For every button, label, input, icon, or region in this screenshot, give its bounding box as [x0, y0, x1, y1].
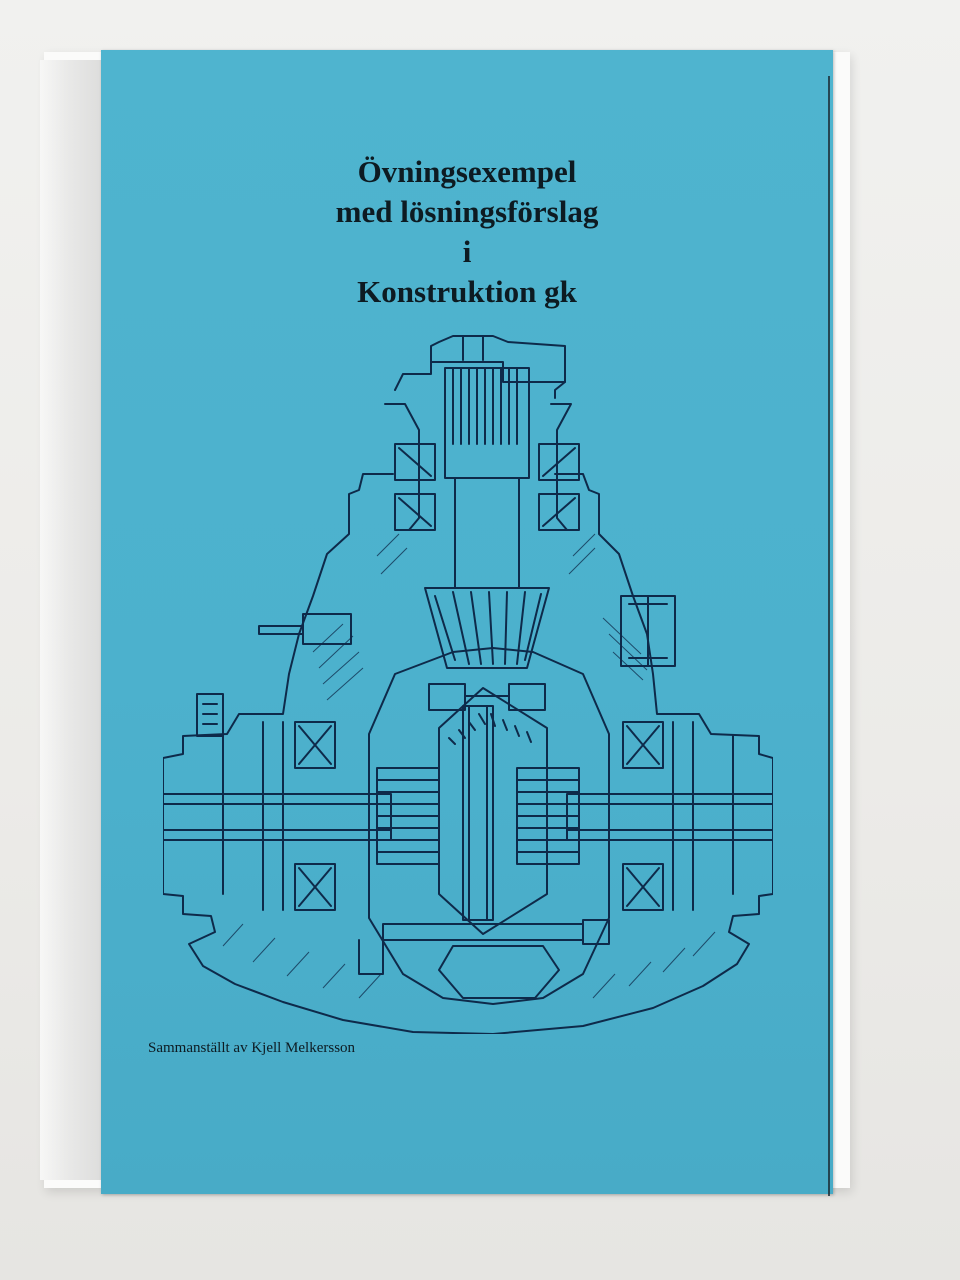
differential-drawing-icon: [163, 335, 773, 1034]
book-cover: Övningsexempel med lösningsförslag i Kon…: [101, 50, 833, 1194]
book-spine: [40, 60, 103, 1180]
cover-title: Övningsexempel med lösningsförslag i Kon…: [101, 152, 833, 312]
title-line-4: Konstruktion gk: [357, 274, 577, 309]
cover-credit: Sammanställt av Kjell Melkersson: [148, 1040, 356, 1056]
cover-edge-line: [828, 76, 830, 1196]
title-line-1: Övningsexempel: [357, 154, 577, 189]
title-line-3: i: [462, 234, 472, 269]
title-line-2: med lösningsförslag: [335, 194, 599, 229]
